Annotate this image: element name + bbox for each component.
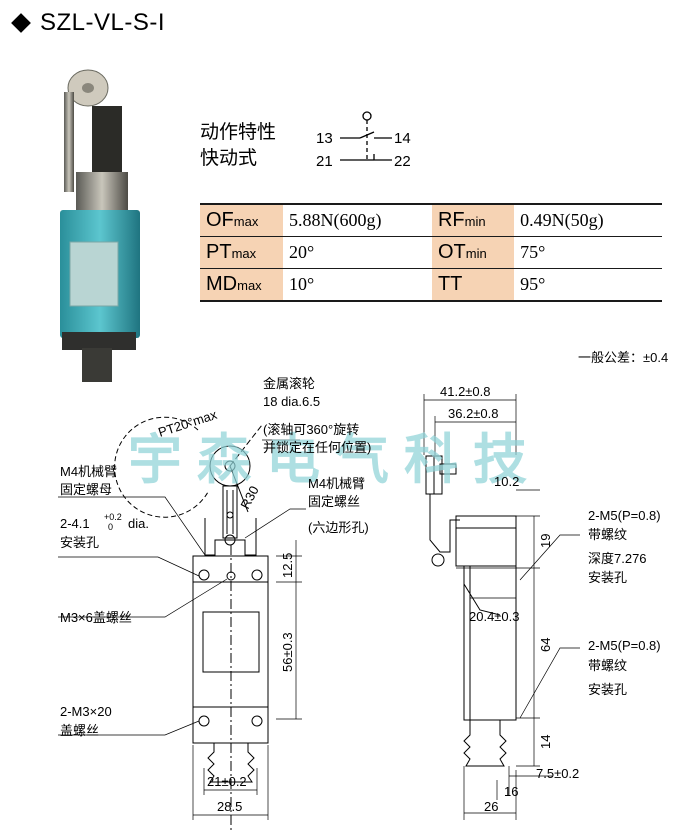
dim-7-5: 7.5±0.2 [536,766,579,781]
spec-key: RFmin [431,203,515,237]
m4-screw-label-3: (六边形孔) [308,520,369,535]
product-title: SZL-VL-S-I [40,9,166,36]
contact-14: 14 [394,130,411,147]
m5-label-b-1: 2-M5(P=0.8) [588,638,661,653]
spec-table: OFmax 5.88N(600g) RFmin 0.49N(50g) PTmax… [200,203,662,302]
hole-label-3: 安装孔 [60,535,99,550]
contact-22: 22 [394,153,411,170]
m5-label-a-3: 深度7.276 [588,551,647,566]
action-line2: 快动式 [200,148,258,169]
spec-row: MDmax 10° TT 95° [200,268,662,302]
m5-label-b-2: 带螺纹 [588,658,627,673]
dim-41-2: 41.2±0.8 [440,384,491,399]
m4-screw-label-1: M4机械臂 [308,476,365,491]
m5-label-a-1: 2-M5(P=0.8) [588,508,661,523]
spec-key: OFmax [200,203,284,237]
m5-label-a-2: 带螺纹 [588,527,627,542]
m3x20-label-2: 盖螺丝 [60,723,99,738]
dim-20-4: 20.4±0.3 [469,609,520,624]
spec-value: 20° [283,236,432,269]
contact-13: 13 [316,130,333,147]
spec-row: OFmax 5.88N(600g) RFmin 0.49N(50g) [200,203,662,237]
dim-19: 19 [538,534,553,548]
spec-value: 10° [283,268,432,302]
roller-label-3: (滚轴可360°旋转 [263,422,359,437]
m5-label-b-3: 安装孔 [588,682,627,697]
contact-21: 21 [316,153,333,170]
dim-28-5: 28.5 [217,799,242,814]
roller-label-2: 18 dia.6.5 [263,394,320,409]
spec-key: PTmax [200,236,284,269]
spec-key: TT [431,268,515,302]
spec-key: OTmin [431,236,515,269]
dim-14: 14 [538,735,553,749]
action-line1: 动作特性 [200,122,277,143]
general-tolerance: 一般公差：±0.4 [578,350,669,365]
m4-screw-label-2: 固定螺丝 [308,494,360,509]
contact-symbol: 13 14 21 22 [316,111,411,170]
hole-label-1: 2-4.1 [60,516,90,531]
roller-label-4: 并锁定在任何位置) [263,440,371,455]
dim-56: 56±0.3 [280,632,295,672]
m5-label-a-4: 安装孔 [588,570,627,585]
spec-value: 0.49N(50g) [514,203,662,237]
dim-12-5: 12.5 [280,553,295,578]
dim-64: 64 [538,638,553,652]
watermark: 宇 森 电 气 科 技 [128,430,527,490]
travel-arc [114,416,209,518]
hole-tol-up: +0.2 [104,512,122,522]
spec-key: MDmax [200,268,284,302]
spec-value: 95° [514,268,662,302]
product-photo [60,69,140,382]
hole-label-2: dia. [128,516,149,531]
m3x6-label: M3×6盖螺丝 [60,610,132,625]
dim-36-2: 36.2±0.8 [448,406,499,421]
m4-nut-label-1: M4机械臂 [60,464,117,479]
spec-value: 5.88N(600g) [283,203,432,237]
hole-tol-dn: 0 [108,522,113,532]
roller-label-1: 金属滚轮 [263,376,315,391]
dim-10-2: 10.2 [494,474,519,489]
dim-26: 26 [484,799,498,814]
m3x20-label-1: 2-M3×20 [60,704,112,719]
title-row: SZL-VL-S-I [6,8,165,38]
dim-21: 21±0.2 [207,774,247,789]
spec-value: 75° [514,236,662,269]
m4-nut-label-2: 固定螺母 [60,482,112,497]
dim-16: 16 [504,784,518,799]
action-characteristics: 动作特性 快动式 [200,120,276,172]
spec-row: PTmax 20° OTmin 75° [200,236,662,269]
